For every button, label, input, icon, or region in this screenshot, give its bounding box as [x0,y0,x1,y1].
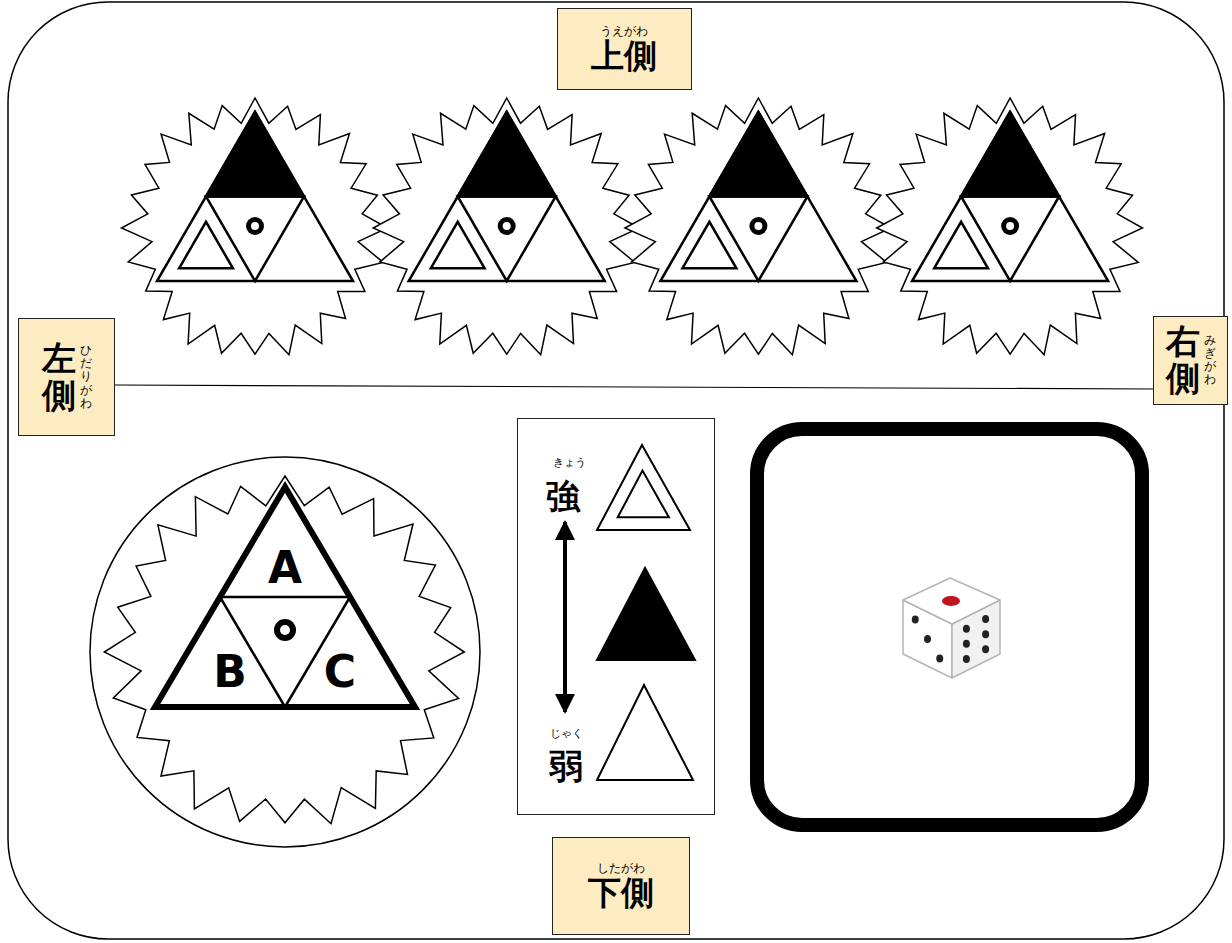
furigana: したがわ [597,861,645,875]
strength-legend: きょう強じゃく弱 [517,418,715,815]
dice-pip [924,635,931,643]
piece-circle [90,457,480,847]
ring-mark [1001,217,1019,235]
side-name: 上側 [591,38,657,74]
token-piece [877,98,1143,355]
token-black-part [458,112,556,197]
dice-pip [963,625,970,633]
piece-triangle-outline [155,484,415,710]
strong-triangle-inner [618,471,669,518]
token-triangle [660,112,856,281]
strong-triangle [597,445,690,530]
strength-label: きょう [553,457,586,470]
token-piece [373,98,639,355]
ring-mark-hole [503,222,511,230]
dice-pip [982,615,989,623]
ring-mark-hole [280,625,290,635]
divider-line [115,385,1153,389]
ring-mark-hole [251,222,259,230]
strength-arrow [563,522,567,712]
token-inner-triangle [431,222,485,268]
ring-mark-hole [754,222,762,230]
token-star [373,98,639,355]
corner-letter: A [268,543,302,594]
dice-pip [963,640,970,648]
token-star [625,98,891,355]
token-star [122,98,388,355]
side-label: ひだりがわ左側 [18,318,115,436]
dice-pip [912,616,919,624]
piece-triangle-fill [155,487,415,707]
dice-pip [942,596,960,606]
piece-triangle-border [155,487,415,707]
strength-label: じゃく [550,728,583,741]
dice-icon [903,578,1000,678]
piece-star-outline [104,476,464,824]
strength-label: 弱 [549,747,583,786]
corner-letter: B [213,647,247,698]
dice-pip [982,630,989,638]
board-outline [8,2,1224,939]
token-inner-triangle [179,222,233,268]
side-name: 下側 [588,875,654,911]
dice-pip [936,655,943,663]
token-inner-triangle [934,222,988,268]
ring-mark [498,217,516,235]
middle-triangle [597,568,695,660]
piece-star [104,476,464,824]
weak-triangle [597,685,693,780]
side-label: うえがわ上側 [557,8,692,90]
dice-pip [963,655,970,663]
ring-mark [246,217,264,235]
ring-mark [274,619,296,641]
furigana: みぎがわ [1204,334,1216,387]
token-row [122,98,1143,355]
dice-pip [982,645,989,653]
corner-letter: C [324,647,356,698]
dice-face [903,578,1000,624]
token-black-part [961,112,1059,197]
side-label: したがわ下側 [552,837,690,935]
side-label: みぎがわ右側 [1153,316,1228,405]
ring-mark [749,217,767,235]
token-triangle [409,112,605,281]
token-star [877,98,1143,355]
furigana: ひだりがわ [80,344,92,410]
token-black-part [206,112,304,197]
token-piece [122,98,388,355]
piece-triangle: A B C [155,484,415,710]
dice-area [757,429,1142,825]
token-triangle [912,112,1108,281]
side-name: 左側 [42,340,76,415]
strength-label: 強 [546,477,580,516]
ring-mark-hole [1006,222,1014,230]
token-inner-triangle [682,222,736,268]
furigana: うえがわ [600,24,648,38]
token-piece [625,98,891,355]
token-black-part [709,112,807,197]
side-name: 右側 [1166,323,1200,398]
token-triangle [157,112,353,281]
